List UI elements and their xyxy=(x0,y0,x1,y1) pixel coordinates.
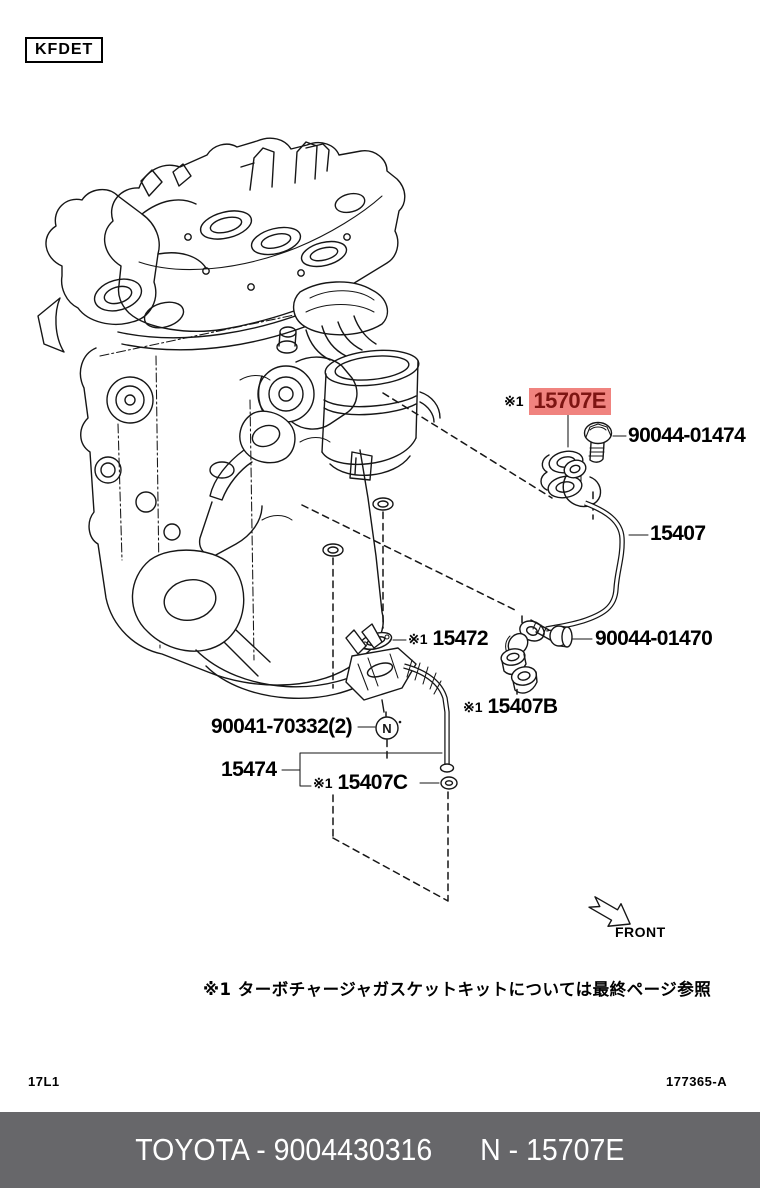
engine-illustration xyxy=(37,137,441,699)
note-ref-mark: ※1 xyxy=(504,393,524,409)
part-label-90041-70332: 90041-70332(2) xyxy=(211,715,353,738)
part-label-15474: 15474 xyxy=(221,758,277,781)
footer-part-reference: N - 15707E xyxy=(480,1132,625,1167)
note-ref-mark: ※1 xyxy=(313,774,333,791)
page-code: 17L1 xyxy=(28,1074,60,1089)
part-bolt-90044-01474 xyxy=(583,421,613,463)
footnote-gasket-kit: ※1 ターボチャージャガスケットキットについては最終ページ参照 xyxy=(203,980,712,999)
part-label-15707E: ※1 15707E xyxy=(504,388,611,415)
front-direction-label: FRONT xyxy=(615,924,666,940)
part-label-15407: 15407 xyxy=(650,522,706,545)
part-label-15472: ※1 15472 xyxy=(408,627,489,650)
part-highlight[interactable]: 15707E xyxy=(528,388,611,415)
footer-bar: TOYOTA - 9004430316 N - 15707E xyxy=(0,1112,760,1188)
front-arrow-icon xyxy=(588,896,631,927)
leader-lines xyxy=(281,413,649,787)
nut-symbol: N xyxy=(382,721,391,736)
figure-code: 177365-A xyxy=(666,1074,728,1089)
part-label-15407C: ※1 15407C xyxy=(313,771,408,794)
part-hose-15474: N xyxy=(345,623,455,773)
footer-catalog-number: TOYOTA - 9004430316 xyxy=(135,1132,433,1167)
part-label-90044-01474: 90044-01474 xyxy=(628,424,746,447)
note-ref-mark: ※1 xyxy=(463,698,483,715)
part-bolt-90044-01470 xyxy=(530,619,573,648)
note-ref-mark: ※1 xyxy=(408,630,428,647)
part-ring-15407C xyxy=(440,776,458,790)
part-union-15407B xyxy=(500,648,538,694)
part-label-90044-01470: 90044-01470 xyxy=(595,627,713,650)
engine-code-box: KFDET xyxy=(25,37,104,63)
part-label-15407B: ※1 15407B xyxy=(463,695,558,718)
